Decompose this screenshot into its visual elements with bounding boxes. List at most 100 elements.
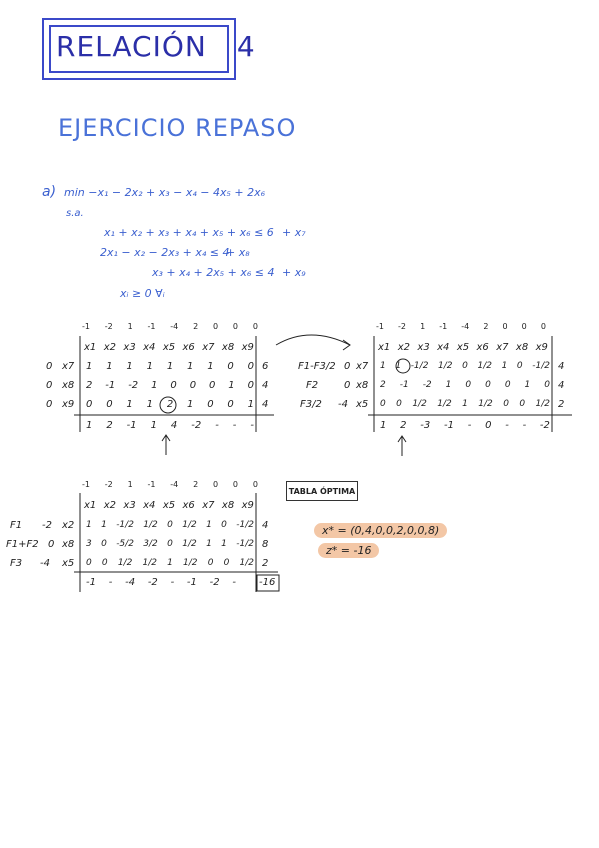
t1-row-cb: 0 [46,399,53,410]
cost-value: -1 [376,322,384,331]
cell: 1 [395,361,402,371]
col-header: x8 [221,500,235,511]
title-number: 4 [236,30,256,63]
cell: - [232,420,237,431]
t3-row-op: F3 [10,558,23,569]
cost-value: 2 [193,480,199,489]
cost-value: -4 [170,322,179,331]
cost-value: 2 [483,322,489,331]
cell: -2 [147,577,158,588]
cell: -1/2 [236,539,254,549]
cell: -3 [420,420,431,431]
cost-value: -1 [147,480,156,489]
optimal-x: x* = (0,4,0,0,2,0,0,8) [314,523,448,538]
t1-row-basis: x9 [62,399,75,410]
cell: 3 [86,539,92,549]
col-header: x9 [535,342,548,353]
col-header: x7 [202,342,215,353]
cell: 1/2 [183,558,198,568]
cell: - [250,420,254,431]
cell: 1/2 [478,399,493,409]
t1-row-cb: 0 [46,361,53,372]
cell: 1 [86,420,93,431]
cell: -2 [209,577,220,588]
cell: 1/2 [477,361,492,371]
cost-value: 1 [420,322,426,331]
t2-row-op: F1-F3/2 [298,361,336,372]
cost-value: 0 [521,322,527,331]
optimal-solution: x* = (0,4,0,0,2,0,0,8) [314,519,448,538]
t1-row-basis: x7 [62,361,75,372]
cell: 0 [227,399,234,410]
nonnegativity: xᵢ ≥ 0 ∀ᵢ [120,287,165,300]
t2-row-op: F3/2 [300,399,322,410]
cell: -1/2 [410,361,429,371]
cell: -2 [191,420,202,431]
cost-value: 0 [232,322,238,331]
cell: -2 [422,380,432,390]
col-header: x4 [437,342,450,353]
cell: 1 [380,361,386,371]
cell: 2 [86,380,93,391]
cell: 0 [485,380,491,390]
cell: 1/2 [239,558,254,568]
page-title: RELACIÓN 4 [56,30,256,63]
col-header: x6 [182,342,195,353]
cell: 1 [462,399,468,409]
cell: -2 [539,420,550,431]
t1-row-cb: 0 [46,380,53,391]
title-box [42,18,236,80]
cost-value: -2 [104,480,113,489]
cost-value: 0 [213,480,219,489]
cell: 0 [170,380,177,391]
col-header: x4 [143,500,156,511]
cost-value: 0 [213,322,219,331]
cell: 1 [86,520,92,530]
cell: 0 [504,380,511,390]
cost-value: -1 [82,480,90,489]
cell: 1 [126,361,133,372]
problem-label: a) [42,184,57,200]
t1-rhs: 4 [262,399,269,410]
cell: 0 [223,558,230,568]
t3-row-op: F1 [10,520,23,531]
col-header: x6 [476,342,489,353]
t2-row-basis: x7 [356,361,369,372]
cell: 2 [166,399,174,410]
cell: 0 [86,558,92,568]
col-header: x3 [123,500,136,511]
cell: 2 [106,420,113,431]
cell: 1 [206,520,212,530]
col-header: x4 [143,342,156,353]
cell: -5/2 [116,539,134,549]
t1-rhs: 4 [262,380,269,391]
cell: 1 [167,558,173,568]
cell: 0 [227,361,234,372]
cell: 1/2 [142,558,157,568]
cost-value: -4 [461,322,470,331]
t3-rhs: 4 [262,520,269,531]
cost-value: -1 [439,322,448,331]
cell: 1 [207,361,214,372]
col-header: x7 [496,342,509,353]
t2-row-basis: x8 [356,380,369,391]
col-header: x6 [182,500,195,511]
cell: 4 [170,420,178,431]
cell: - [215,420,219,431]
title-text: RELACIÓN [56,30,207,63]
cell: 0 [247,380,254,391]
cell: - [505,420,509,431]
cell: - [108,577,113,588]
t3-reduced-costs: -1--4-2--1-2- [86,577,236,588]
t2-rhs: 4 [558,361,565,372]
cell: 0 [247,361,254,372]
cell: 1/2 [412,399,427,409]
cell: 0 [106,399,113,410]
